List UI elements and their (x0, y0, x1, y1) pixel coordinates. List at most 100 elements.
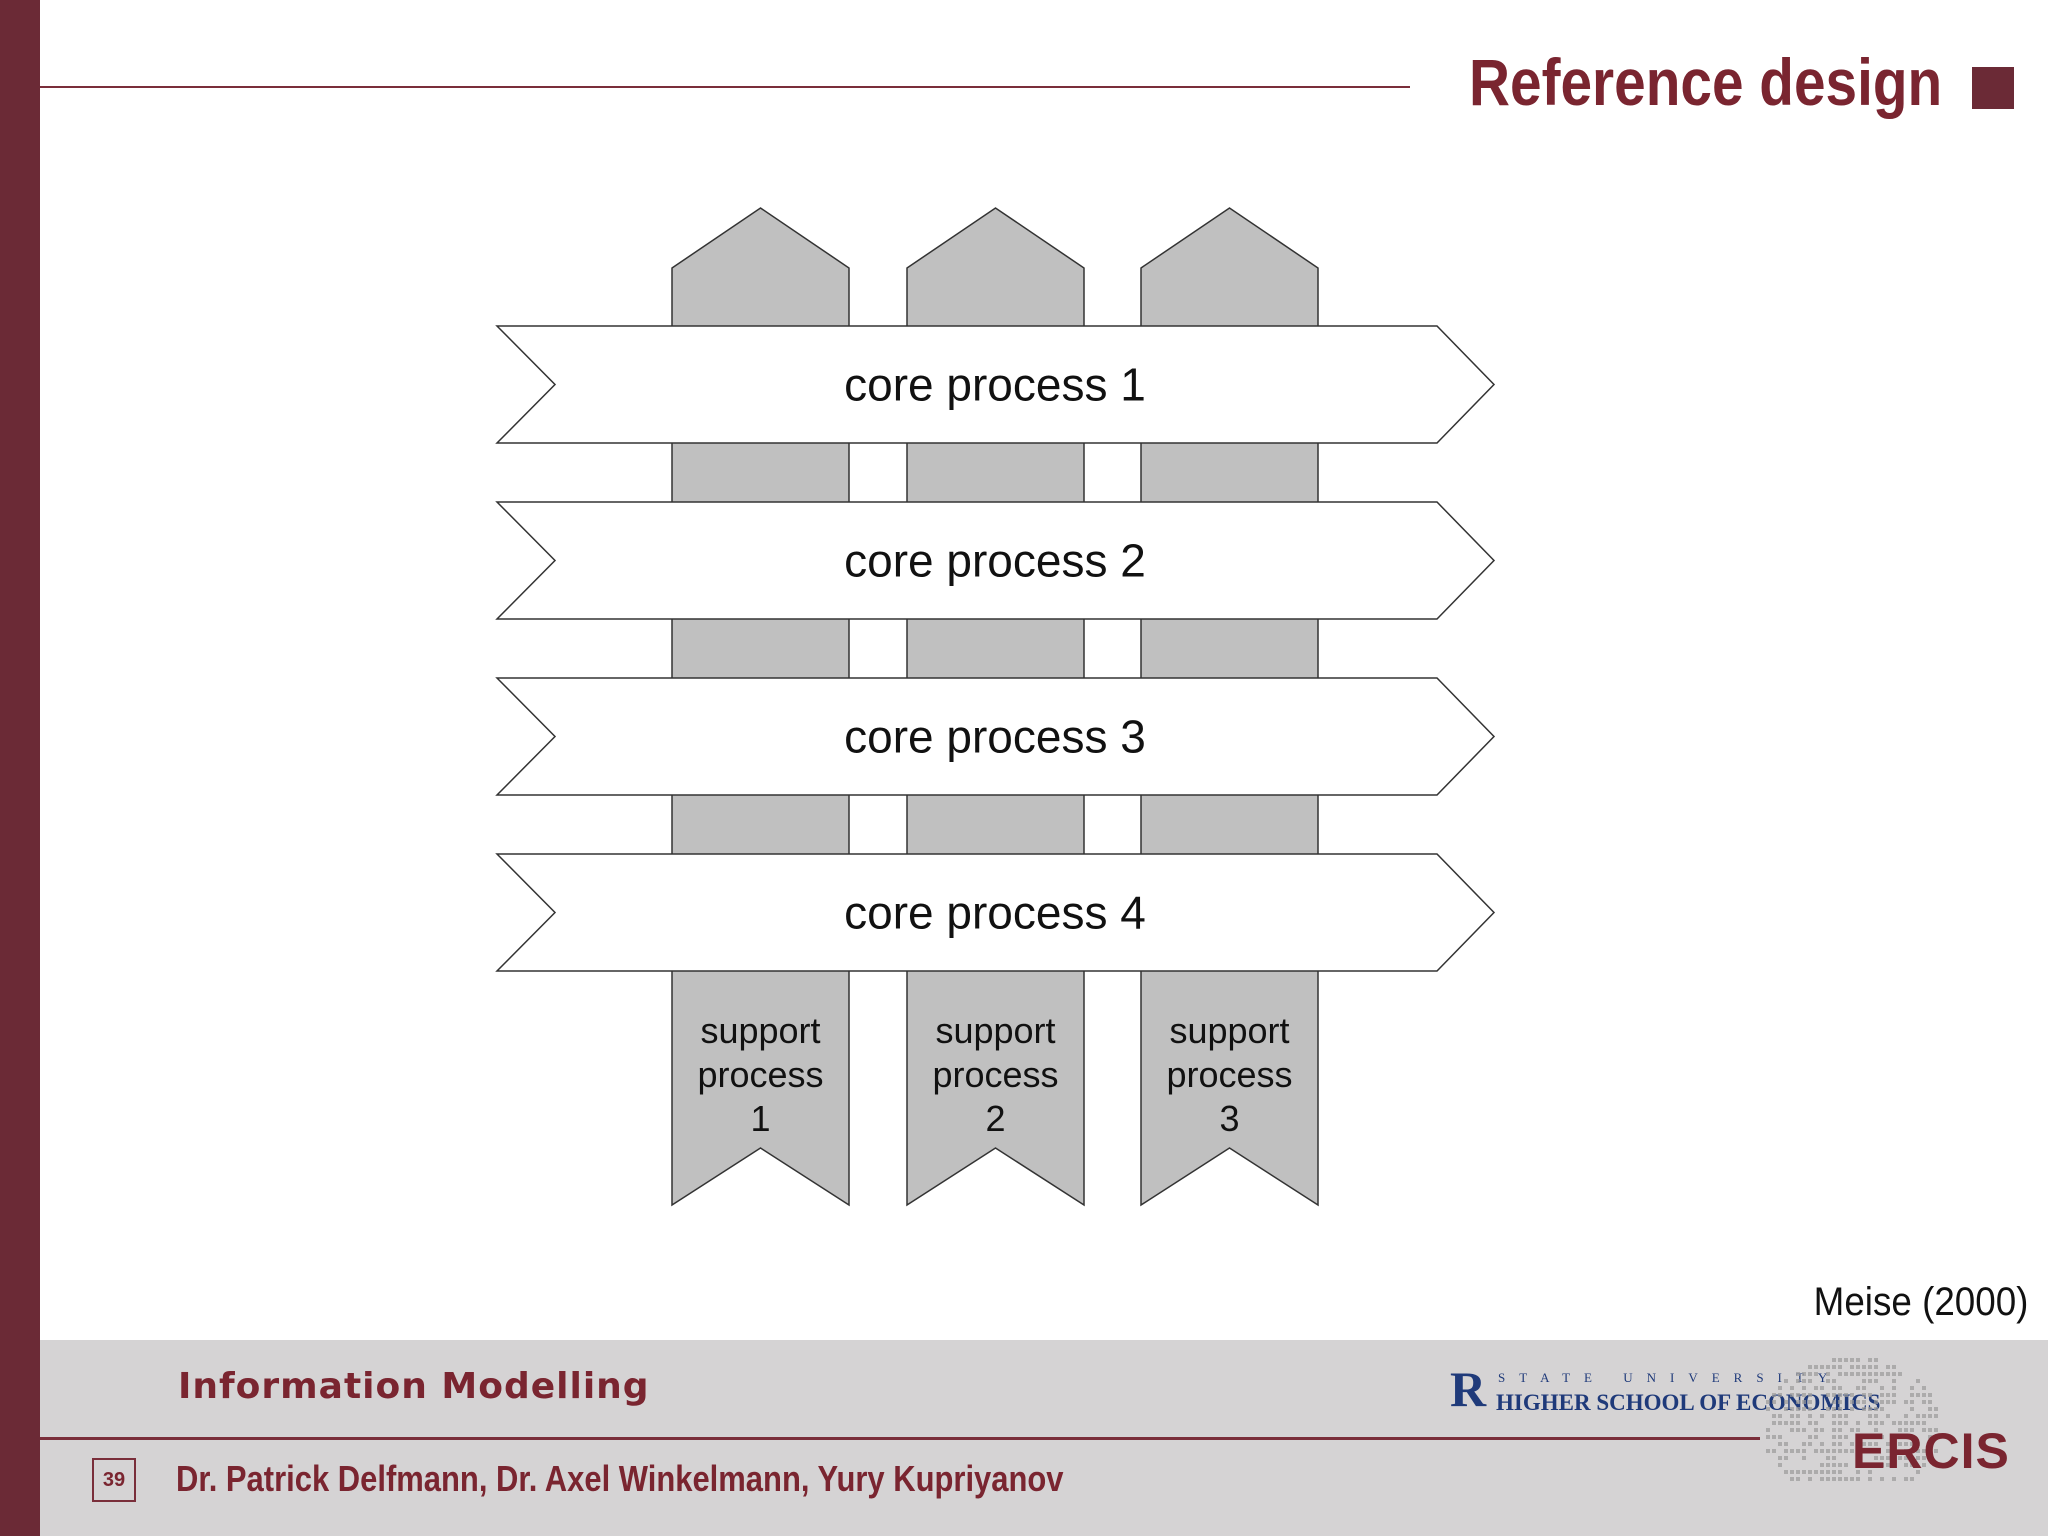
map-dot (1892, 1421, 1896, 1425)
map-dot (1772, 1414, 1776, 1418)
map-dot (1844, 1414, 1848, 1418)
map-dot (1784, 1449, 1788, 1453)
map-dot (1796, 1477, 1800, 1481)
map-dot (1808, 1393, 1812, 1397)
map-dot (1808, 1407, 1812, 1411)
map-dot (1922, 1393, 1926, 1397)
map-dot (1796, 1372, 1800, 1376)
map-dot (1928, 1456, 1932, 1460)
map-dot (1796, 1421, 1800, 1425)
support-process-label-3: support (1169, 1010, 1289, 1051)
map-dot (1850, 1407, 1854, 1411)
map-dot (1802, 1442, 1806, 1446)
support-process-label-1: 1 (750, 1098, 770, 1139)
map-dot (1880, 1407, 1884, 1411)
map-dot (1934, 1414, 1938, 1418)
core-process-label-4: core process 4 (844, 887, 1146, 939)
map-dot (1886, 1400, 1890, 1404)
map-dot (1838, 1372, 1842, 1376)
map-dot (1856, 1421, 1860, 1425)
map-dot (1874, 1365, 1878, 1369)
map-dot (1796, 1400, 1800, 1404)
map-dot (1862, 1365, 1866, 1369)
map-dot (1796, 1393, 1800, 1397)
map-dot (1772, 1393, 1776, 1397)
map-dot (1904, 1477, 1908, 1481)
map-dot (1838, 1435, 1842, 1439)
map-dot (1790, 1414, 1794, 1418)
hse-logo-mark: R (1450, 1361, 1487, 1417)
map-dot (1850, 1365, 1854, 1369)
map-dot (1778, 1456, 1782, 1460)
map-dot (1850, 1428, 1854, 1432)
map-dot (1814, 1386, 1818, 1390)
map-dot (1928, 1393, 1932, 1397)
title-divider (40, 86, 1410, 88)
support-process-label-1: process (697, 1054, 823, 1095)
map-dot (1826, 1470, 1830, 1474)
map-dot (1892, 1463, 1896, 1467)
page-number: 39 (92, 1458, 136, 1502)
map-dot (1874, 1435, 1878, 1439)
map-dot (1892, 1477, 1896, 1481)
map-dot (1868, 1393, 1872, 1397)
map-dot (1910, 1442, 1914, 1446)
map-dot (1796, 1379, 1800, 1383)
map-dot (1832, 1414, 1836, 1418)
map-dot (1826, 1393, 1830, 1397)
map-dot (1838, 1358, 1842, 1362)
map-dot (1934, 1449, 1938, 1453)
map-dot (1784, 1400, 1788, 1404)
map-dot (1832, 1365, 1836, 1369)
map-dot (1826, 1463, 1830, 1467)
map-dot (1802, 1470, 1806, 1474)
map-dot (1862, 1463, 1866, 1467)
map-dot (1928, 1435, 1932, 1439)
map-dot (1898, 1435, 1902, 1439)
map-dot (1796, 1414, 1800, 1418)
map-dot (1832, 1393, 1836, 1397)
map-dot (1868, 1414, 1872, 1418)
map-dot (1802, 1400, 1806, 1404)
map-dot (1850, 1372, 1854, 1376)
map-dot (1910, 1407, 1914, 1411)
map-dot (1910, 1421, 1914, 1425)
map-dot (1778, 1393, 1782, 1397)
map-dot (1814, 1372, 1818, 1376)
map-dot (1778, 1386, 1782, 1390)
map-dot (1838, 1400, 1842, 1404)
map-dot (1808, 1421, 1812, 1425)
map-dot (1772, 1421, 1776, 1425)
map-dot (1808, 1477, 1812, 1481)
map-dot (1844, 1393, 1848, 1397)
map-dot (1886, 1456, 1890, 1460)
map-dot (1826, 1379, 1830, 1383)
map-dot (1772, 1449, 1776, 1453)
map-dot (1862, 1393, 1866, 1397)
map-dot (1832, 1442, 1836, 1446)
core-process-arrow-2 (495, 501, 1496, 620)
map-dot (1934, 1407, 1938, 1411)
authors-line: Dr. Patrick Delfmann, Dr. Axel Winkelman… (176, 1458, 1064, 1499)
map-dot (1844, 1358, 1848, 1362)
left-accent-bar (0, 0, 40, 1536)
map-dot (1898, 1421, 1902, 1425)
map-dot (1892, 1400, 1896, 1404)
map-dot (1874, 1428, 1878, 1432)
map-dot (1844, 1435, 1848, 1439)
map-dot (1874, 1379, 1878, 1383)
map-dot (1814, 1428, 1818, 1432)
map-dot (1922, 1421, 1926, 1425)
map-dot (1886, 1463, 1890, 1467)
map-dot (1868, 1379, 1872, 1383)
map-dot (1874, 1400, 1878, 1404)
map-dot (1808, 1372, 1812, 1376)
map-dot (1886, 1365, 1890, 1369)
map-dot (1862, 1449, 1866, 1453)
map-dot (1790, 1421, 1794, 1425)
map-dot (1772, 1435, 1776, 1439)
map-dot (1820, 1449, 1824, 1453)
map-dot (1886, 1449, 1890, 1453)
map-dot (1880, 1477, 1884, 1481)
map-dot (1868, 1358, 1872, 1362)
